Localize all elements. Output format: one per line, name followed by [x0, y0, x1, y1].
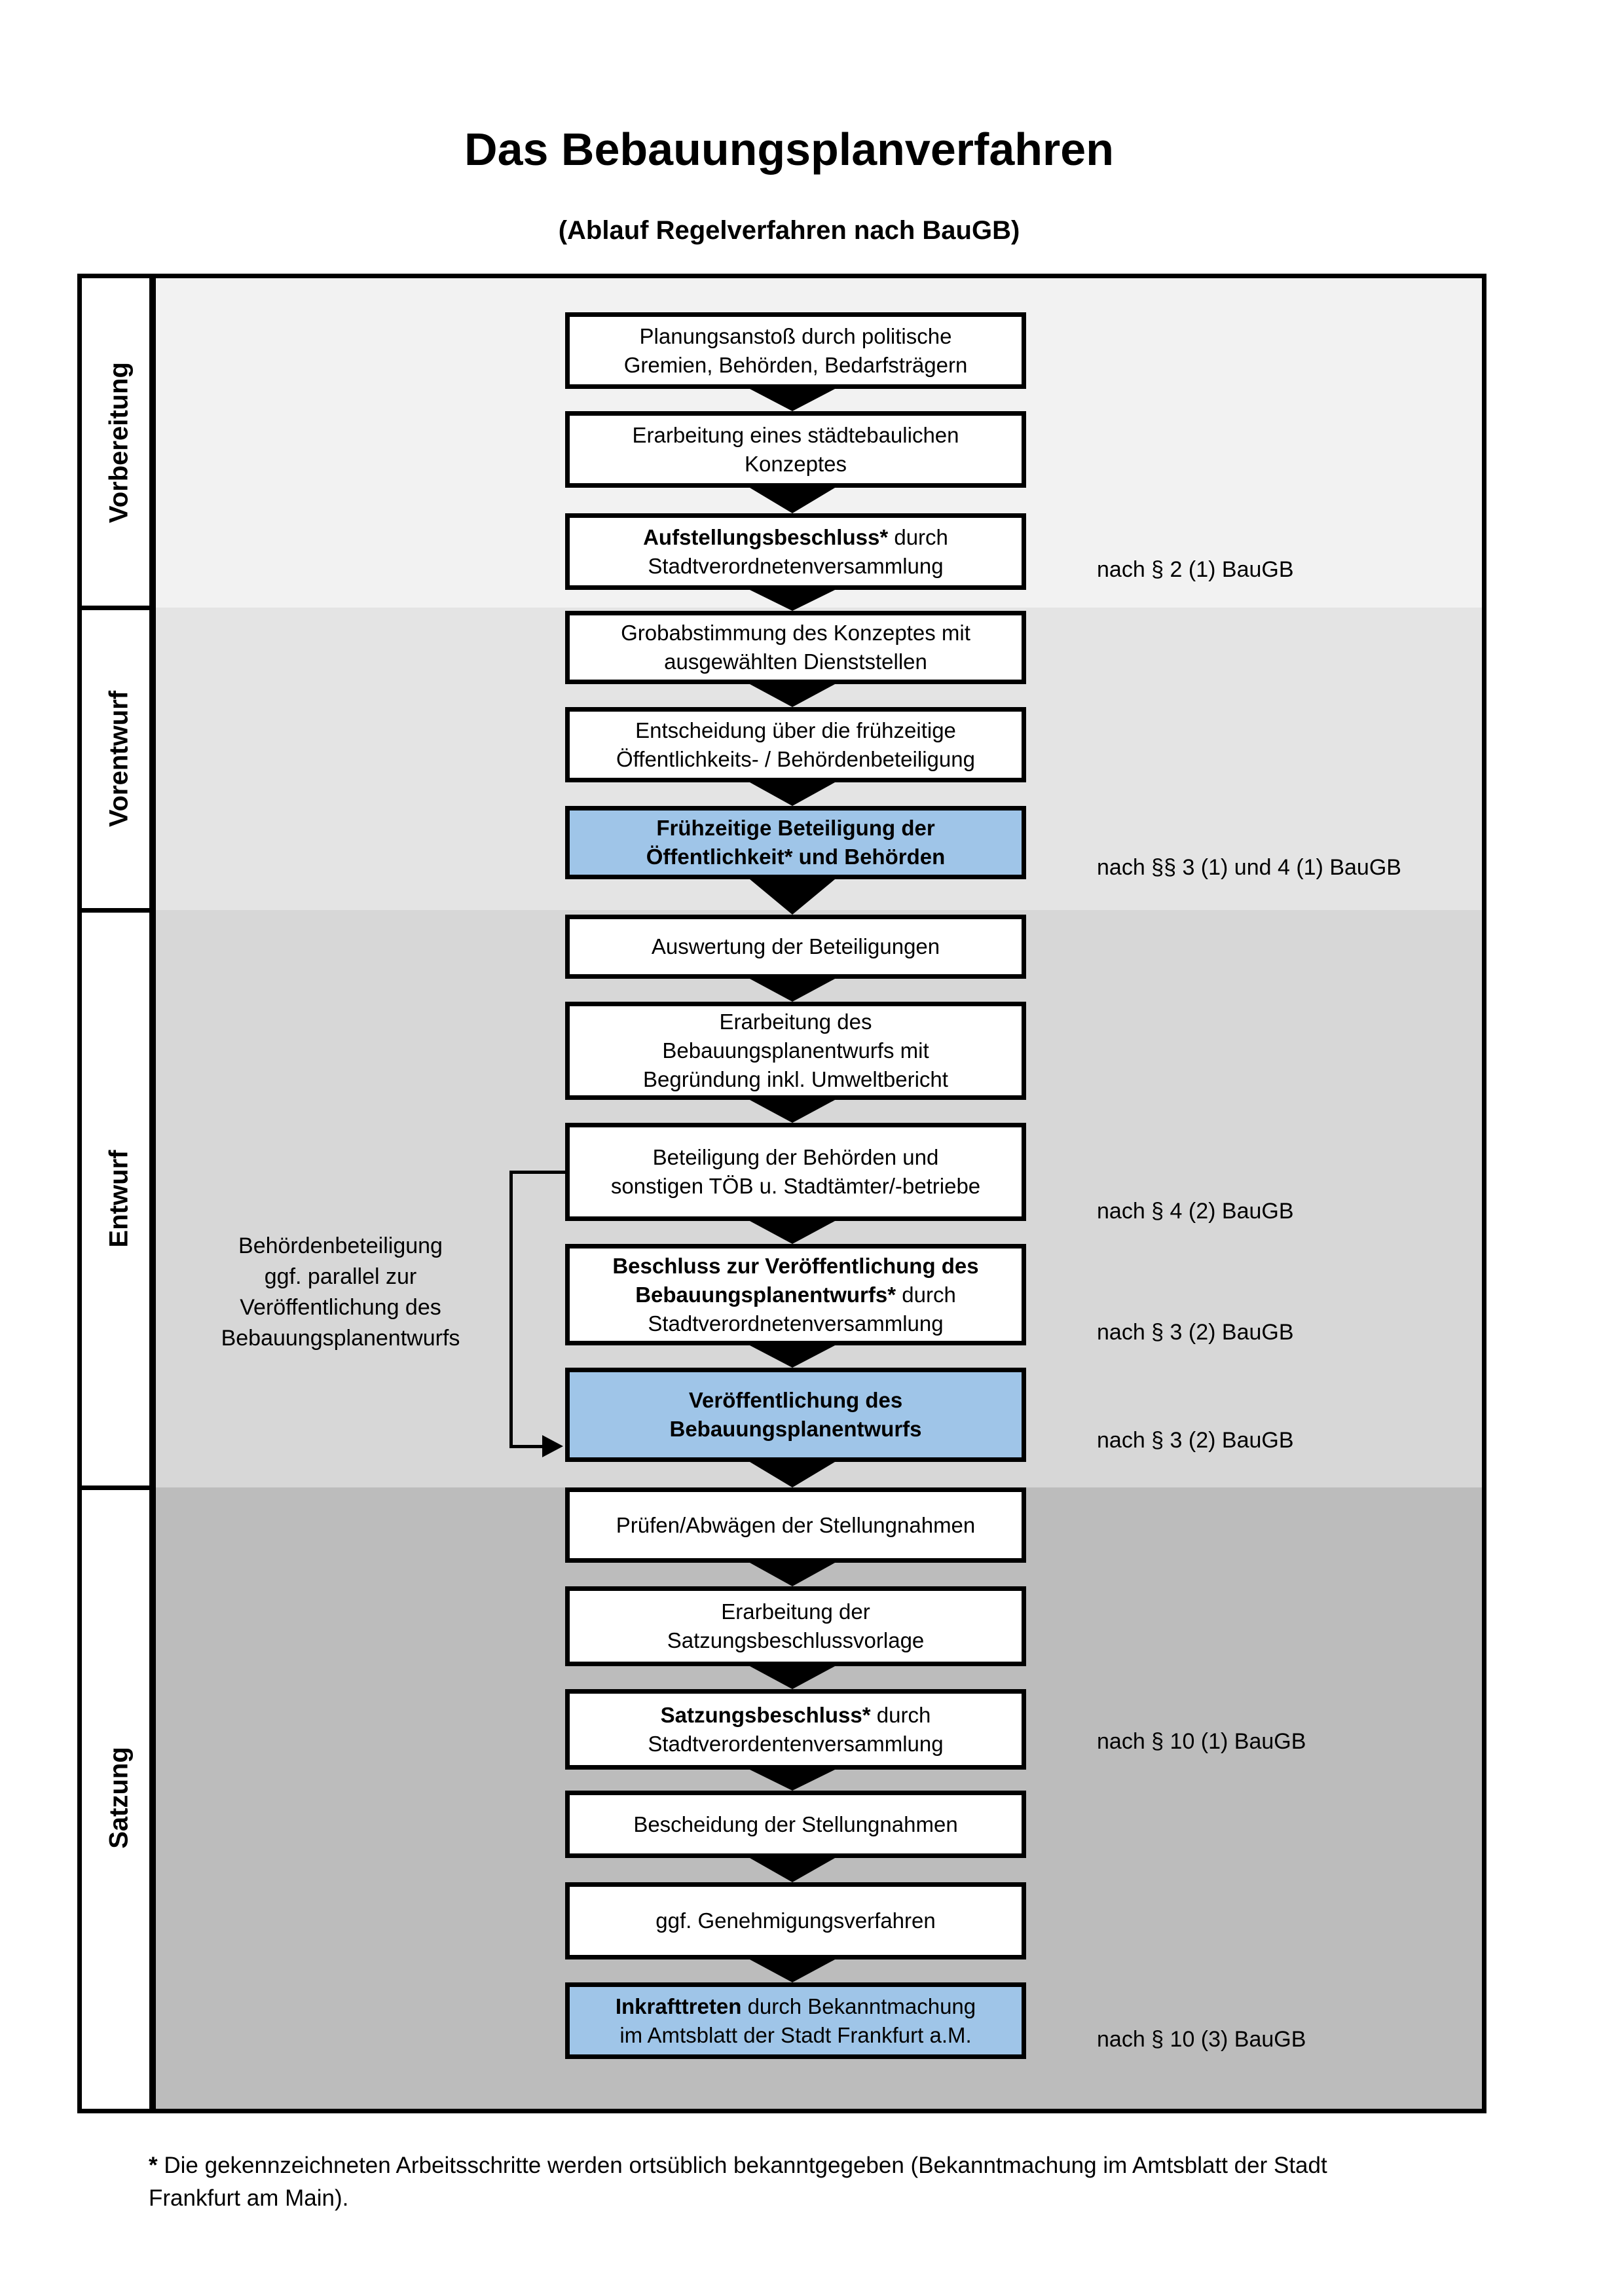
- legal-reference-label: nach § 10 (1) BauGB: [1097, 1729, 1306, 1754]
- flow-box-text: Erarbeitung des: [719, 1010, 872, 1034]
- flow-box-text: Entscheidung über die frühzeitige: [635, 718, 956, 742]
- phase-divider-line: [82, 1485, 156, 1490]
- flow-box-text: Inkrafttreten durch Bekanntmachung: [615, 1994, 976, 2018]
- arrow-down-icon: [750, 389, 835, 411]
- arrow-down-icon: [750, 782, 835, 806]
- arrow-down-icon: [750, 979, 835, 1002]
- flow-box-b4: Grobabstimmung des Konzeptes mit ausgewäh…: [565, 611, 1026, 684]
- legal-reference-label: nach § 3 (2) BauGB: [1097, 1428, 1294, 1453]
- flow-canvas: Vorbereitung Vorentwurf Entwurf Satzung …: [82, 278, 1482, 2109]
- page-title: Das Bebauungsplanverfahren: [464, 124, 1114, 175]
- arrow-down-icon: [750, 1959, 835, 1982]
- parallel-note-line: Veröffentlichung des: [240, 1295, 441, 1320]
- footnote-line: * Die gekennzeichneten Arbeitsschritte w…: [149, 2153, 1327, 2178]
- flow-box-text: Öffentlichkeit* und Behörden: [646, 845, 946, 869]
- flow-box-text: ausgewählten Dienststellen: [664, 649, 927, 674]
- arrow-down-icon: [750, 879, 835, 915]
- parallel-connector-line: [509, 1445, 545, 1448]
- flow-box-text: Stadtverordnetenversammlung: [648, 1311, 944, 1336]
- flow-box-text: Gremien, Behörden, Bedarfsträgern: [623, 352, 968, 377]
- flow-box-b12: Prüfen/Abwägen der Stellungnahmen: [565, 1487, 1026, 1563]
- legal-reference-label: nach § 4 (2) BauGB: [1097, 1199, 1294, 1224]
- legal-reference-label: nach § 3 (2) BauGB: [1097, 1320, 1294, 1345]
- flow-box-text: Beschluss zur Veröffentlichung des: [612, 1253, 979, 1278]
- flow-box-b7: Auswertung der Beteiligungen: [565, 915, 1026, 979]
- arrow-down-icon: [750, 684, 835, 707]
- process-flow-container: Vorbereitung Vorentwurf Entwurf Satzung …: [77, 274, 1486, 2113]
- arrow-down-icon: [750, 488, 835, 513]
- phase-label-column: [82, 278, 156, 2109]
- phase-divider-line: [82, 606, 156, 610]
- parallel-note-line: Behördenbeteiligung: [238, 1233, 443, 1258]
- flow-box-text: Grobabstimmung des Konzeptes mit: [621, 621, 970, 645]
- flow-box-b16: ggf. Genehmigungsverfahren: [565, 1882, 1026, 1959]
- flow-box-text: Beteiligung der Behörden und: [652, 1145, 939, 1169]
- phase-label-vorentwurf: Vorentwurf: [104, 690, 134, 828]
- flow-box-text: Satzungsbeschluss* durch: [660, 1702, 931, 1727]
- flow-box-text: im Amtsblatt der Stadt Frankfurt a.M.: [619, 2022, 972, 2047]
- phase-divider-line: [82, 908, 156, 913]
- legal-reference-label: nach § 2 (1) BauGB: [1097, 557, 1294, 582]
- parallel-connector-line: [509, 1171, 568, 1174]
- arrow-down-icon: [750, 1770, 835, 1791]
- flow-box-text: Begründung inkl. Umweltbericht: [643, 1067, 948, 1091]
- flow-box-b9: Beteiligung der Behörden und sonstigen TÖ…: [565, 1123, 1026, 1221]
- arrow-down-icon: [750, 1221, 835, 1244]
- footnote-marker: *: [149, 2153, 158, 2178]
- flow-box-text: Planungsanstoß durch politische: [639, 323, 952, 348]
- arrow-down-icon: [750, 1563, 835, 1586]
- phase-label-entwurf: Entwurf: [104, 1150, 134, 1248]
- phase-label-vorbereitung: Vorbereitung: [104, 362, 134, 523]
- flow-box-text: Stadtverordnetenversammlung: [648, 553, 944, 578]
- parallel-note: Behördenbeteiligung ggf. parallel zur Ve…: [151, 1231, 530, 1354]
- flow-box-text: sonstigen TÖB u. Stadtämter/-betriebe: [610, 1174, 981, 1198]
- arrow-down-icon: [750, 1858, 835, 1882]
- flow-box-text: Prüfen/Abwägen der Stellungnahmen: [616, 1512, 976, 1537]
- footnote-line: Frankfurt am Main).: [149, 2185, 349, 2211]
- flow-box-text: Öffentlichkeits- / Behördenbeteiligung: [616, 746, 975, 771]
- arrow-right-icon: [542, 1435, 563, 1457]
- flow-box-text: Frühzeitige Beteiligung der: [656, 816, 935, 840]
- page-subtitle: (Ablauf Regelverfahren nach BauGB): [558, 216, 1020, 245]
- arrow-down-icon: [750, 590, 835, 611]
- parallel-connector-line: [509, 1171, 513, 1448]
- flow-box-text: Bebauungsplanentwurfs* durch: [635, 1282, 956, 1307]
- flow-box-text: Bescheidung der Stellungnahmen: [633, 1812, 958, 1836]
- flow-box-text: ggf. Genehmigungsverfahren: [655, 1908, 936, 1933]
- flow-box-text: Stadtverordentenversammlung: [648, 1731, 944, 1756]
- flow-box-text: Konzeptes: [745, 451, 847, 476]
- arrow-down-icon: [750, 1462, 835, 1487]
- flow-box-b17: Inkrafttreten durch Bekanntmachung im Amt…: [565, 1982, 1026, 2059]
- parallel-note-line: Bebauungsplanentwurfs: [221, 1326, 460, 1351]
- arrow-down-icon: [750, 1100, 835, 1123]
- flow-box-text: Bebauungsplanentwurfs: [669, 1417, 922, 1441]
- phase-label-satzung: Satzung: [104, 1747, 134, 1849]
- flow-box-text: Auswertung der Beteiligungen: [651, 934, 940, 958]
- legal-reference-label: nach §§ 3 (1) und 4 (1) BauGB: [1097, 855, 1401, 880]
- flow-box-text: Aufstellungsbeschluss* durch: [643, 524, 948, 549]
- flow-box-b15: Bescheidung der Stellungnahmen: [565, 1791, 1026, 1858]
- flow-box-text: Erarbeitung eines städtebaulichen: [632, 422, 959, 447]
- arrow-down-icon: [750, 1345, 835, 1368]
- legal-reference-label: nach § 10 (3) BauGB: [1097, 2027, 1306, 2052]
- flow-box-text: Bebauungsplanentwurfs mit: [662, 1038, 929, 1063]
- parallel-note-line: ggf. parallel zur: [264, 1264, 417, 1289]
- arrow-down-icon: [750, 1666, 835, 1689]
- footnote: * Die gekennzeichneten Arbeitsschritte w…: [149, 2149, 1537, 2215]
- flow-box-text: Veröffentlichung des: [688, 1388, 903, 1412]
- flow-box-text: Satzungsbeschlussvorlage: [667, 1628, 925, 1652]
- flow-box-text: Erarbeitung der: [721, 1599, 870, 1624]
